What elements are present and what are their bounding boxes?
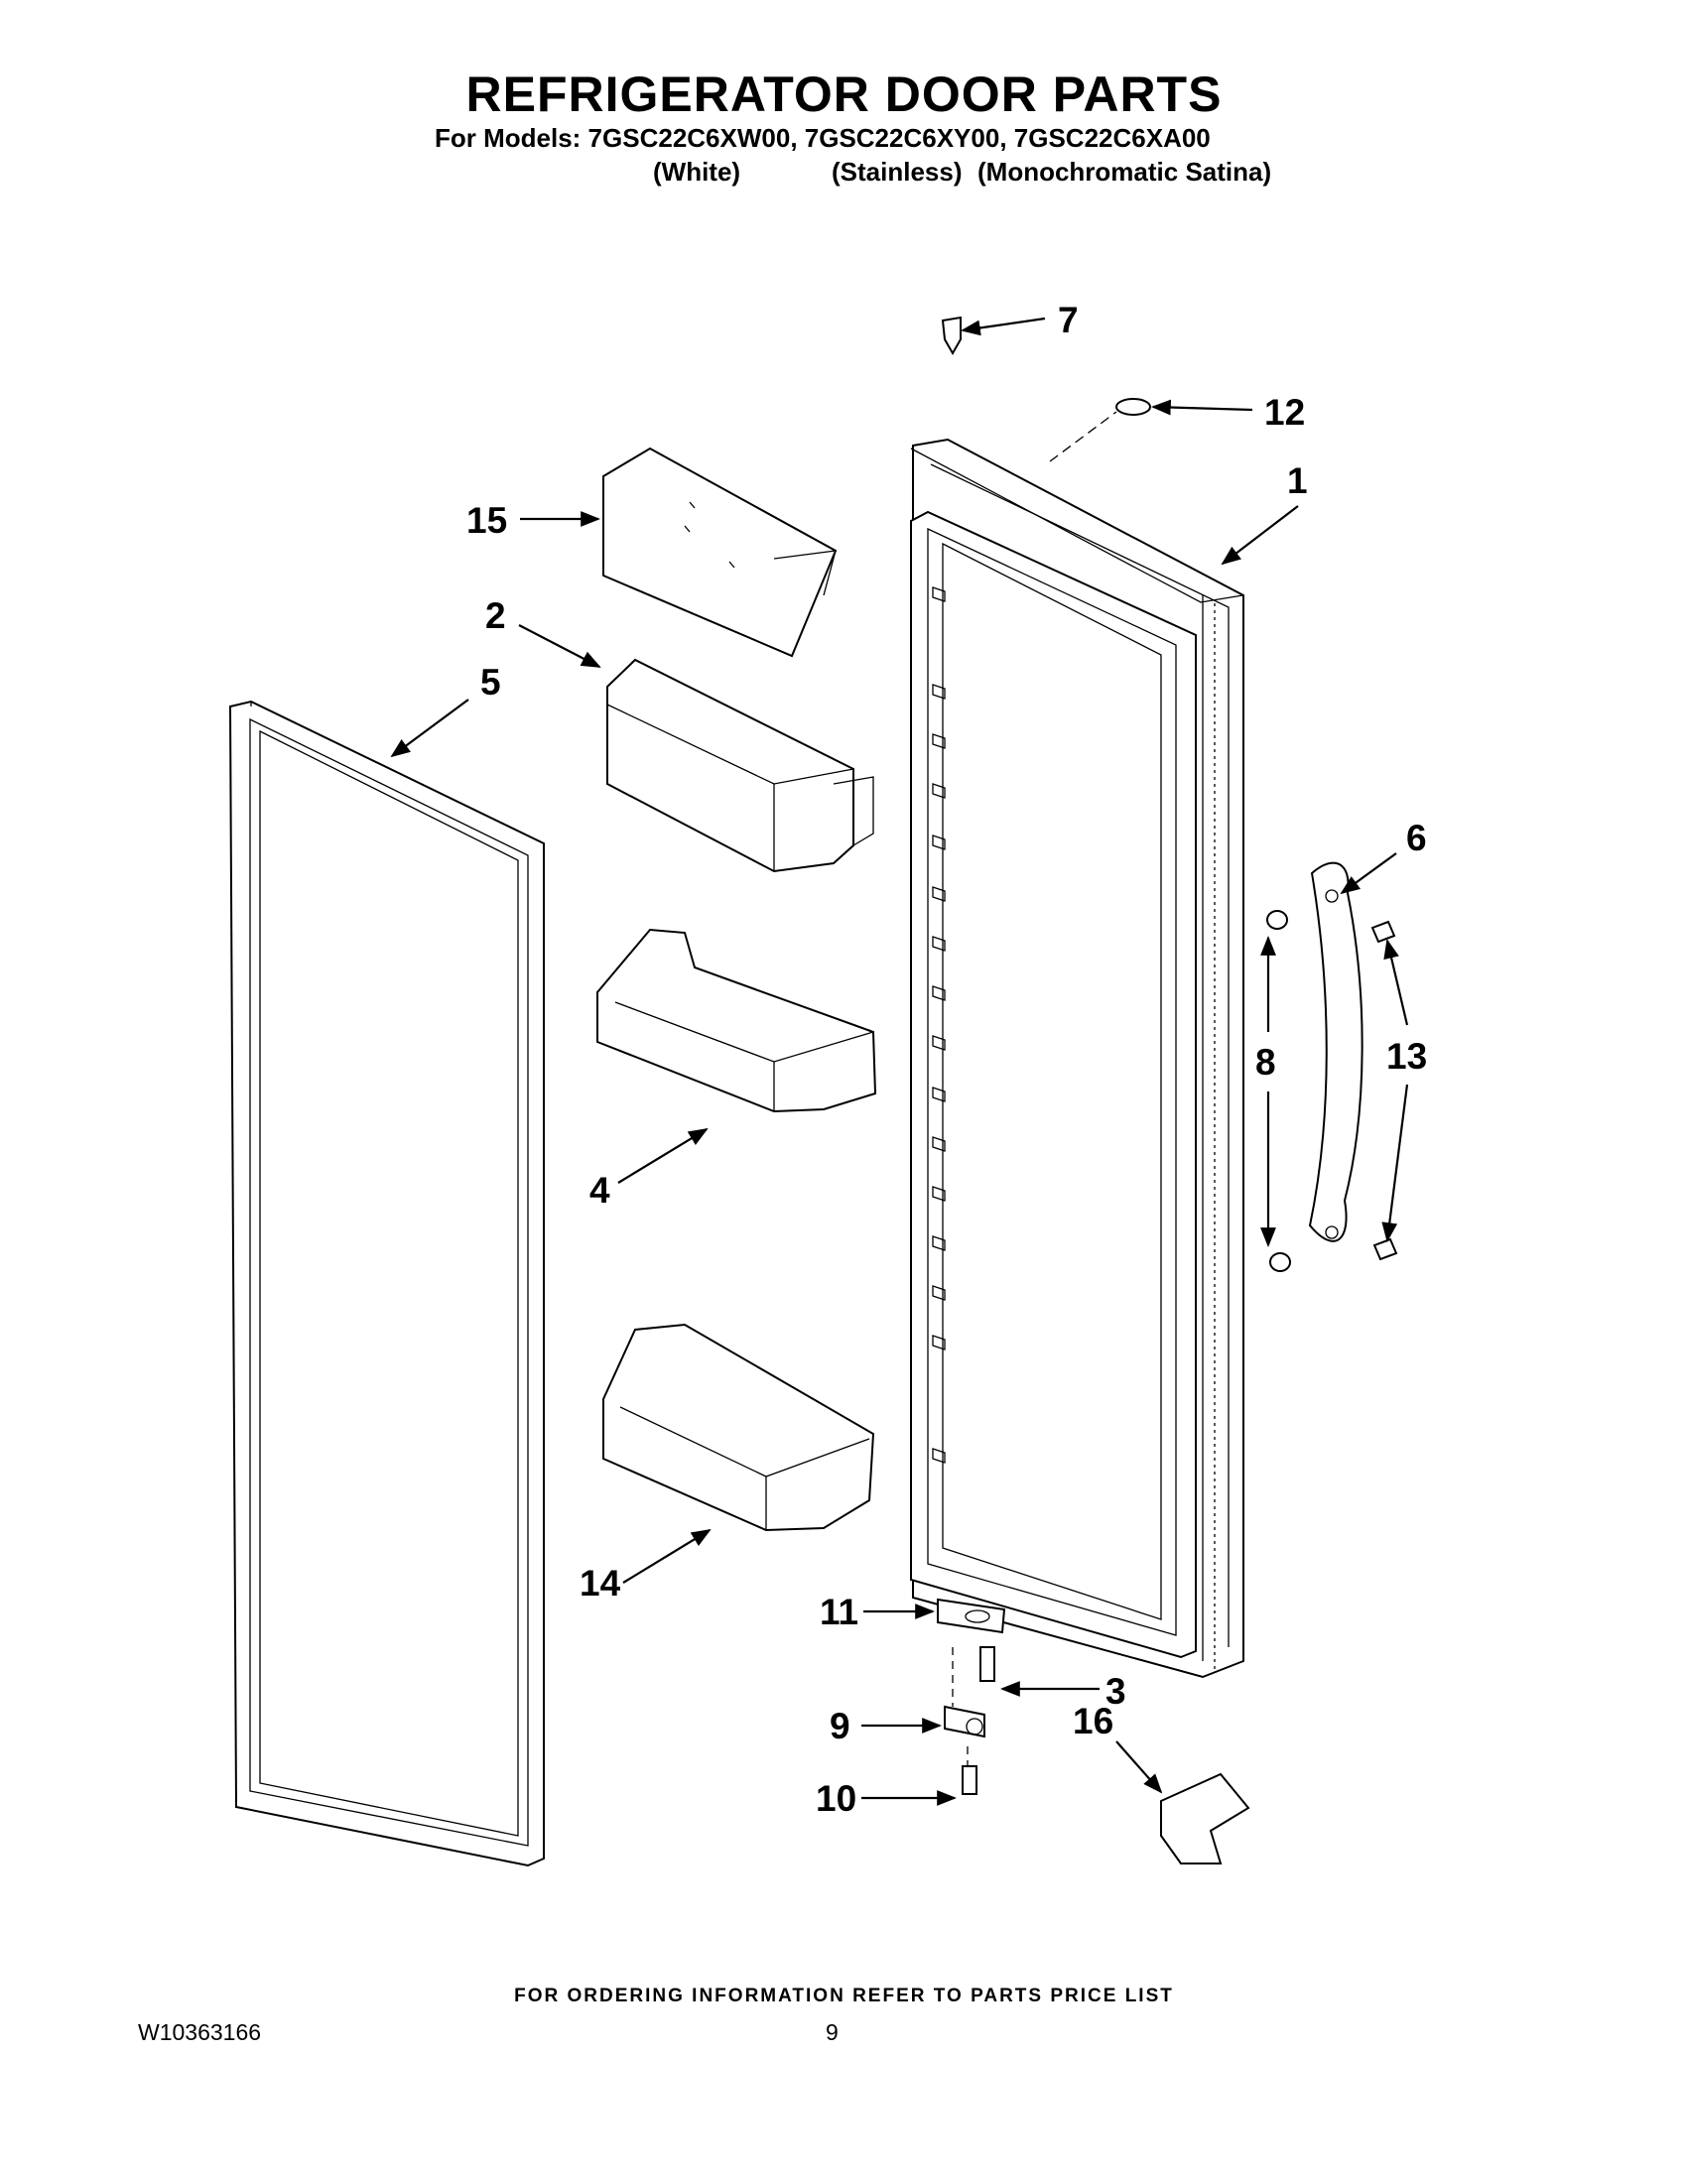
callout-9: 9 xyxy=(830,1706,850,1746)
callout-14: 14 xyxy=(580,1563,621,1604)
callout-2: 2 xyxy=(485,595,506,636)
door-bin-4 xyxy=(596,928,877,1113)
variant-stainless: (Stainless) xyxy=(832,157,963,187)
callout-4: 4 xyxy=(589,1170,610,1211)
callout-6: 6 xyxy=(1406,818,1427,858)
callout-3: 3 xyxy=(1105,1671,1126,1712)
variant-monochromatic: (Monochromatic Satina) xyxy=(977,157,1272,187)
callout-7: 7 xyxy=(1058,300,1079,340)
refrigerator-door xyxy=(910,438,1244,1679)
page-title: REFRIGERATOR DOOR PARTS xyxy=(465,66,1223,122)
callout-15: 15 xyxy=(466,500,507,541)
bin-cover-15 xyxy=(602,447,838,658)
callout-1: 1 xyxy=(1287,460,1308,501)
door-bin-14 xyxy=(602,1323,875,1532)
callout-10: 10 xyxy=(816,1778,856,1819)
callout-12: 12 xyxy=(1264,392,1305,433)
ordering-info-note: FOR ORDERING INFORMATION REFER TO PARTS … xyxy=(514,1986,1174,2006)
door-handle xyxy=(1308,861,1363,1242)
door-gasket xyxy=(228,700,545,1867)
callout-leaders xyxy=(390,317,1409,1806)
page-number: 9 xyxy=(826,2019,839,2045)
variant-white: (White) xyxy=(653,157,741,187)
callout-5: 5 xyxy=(480,662,501,703)
callout-13: 13 xyxy=(1386,1036,1427,1077)
callout-16: 16 xyxy=(1073,1701,1113,1741)
callout-8: 8 xyxy=(1255,1042,1276,1083)
hinge-pin-and-washer xyxy=(941,316,1151,416)
callout-numbers: 7 12 1 15 2 5 6 8 13 4 14 11 3 16 9 10 xyxy=(466,300,1427,1819)
models-line: For Models: 7GSC22C6XW00, 7GSC22C6XY00, … xyxy=(435,123,1211,153)
handle-hardware xyxy=(1266,910,1398,1272)
door-bin-2 xyxy=(606,658,874,873)
bottom-hinge-parts xyxy=(937,1598,1250,1864)
callout-11: 11 xyxy=(820,1592,858,1632)
document-id: W10363166 xyxy=(138,2019,262,2045)
